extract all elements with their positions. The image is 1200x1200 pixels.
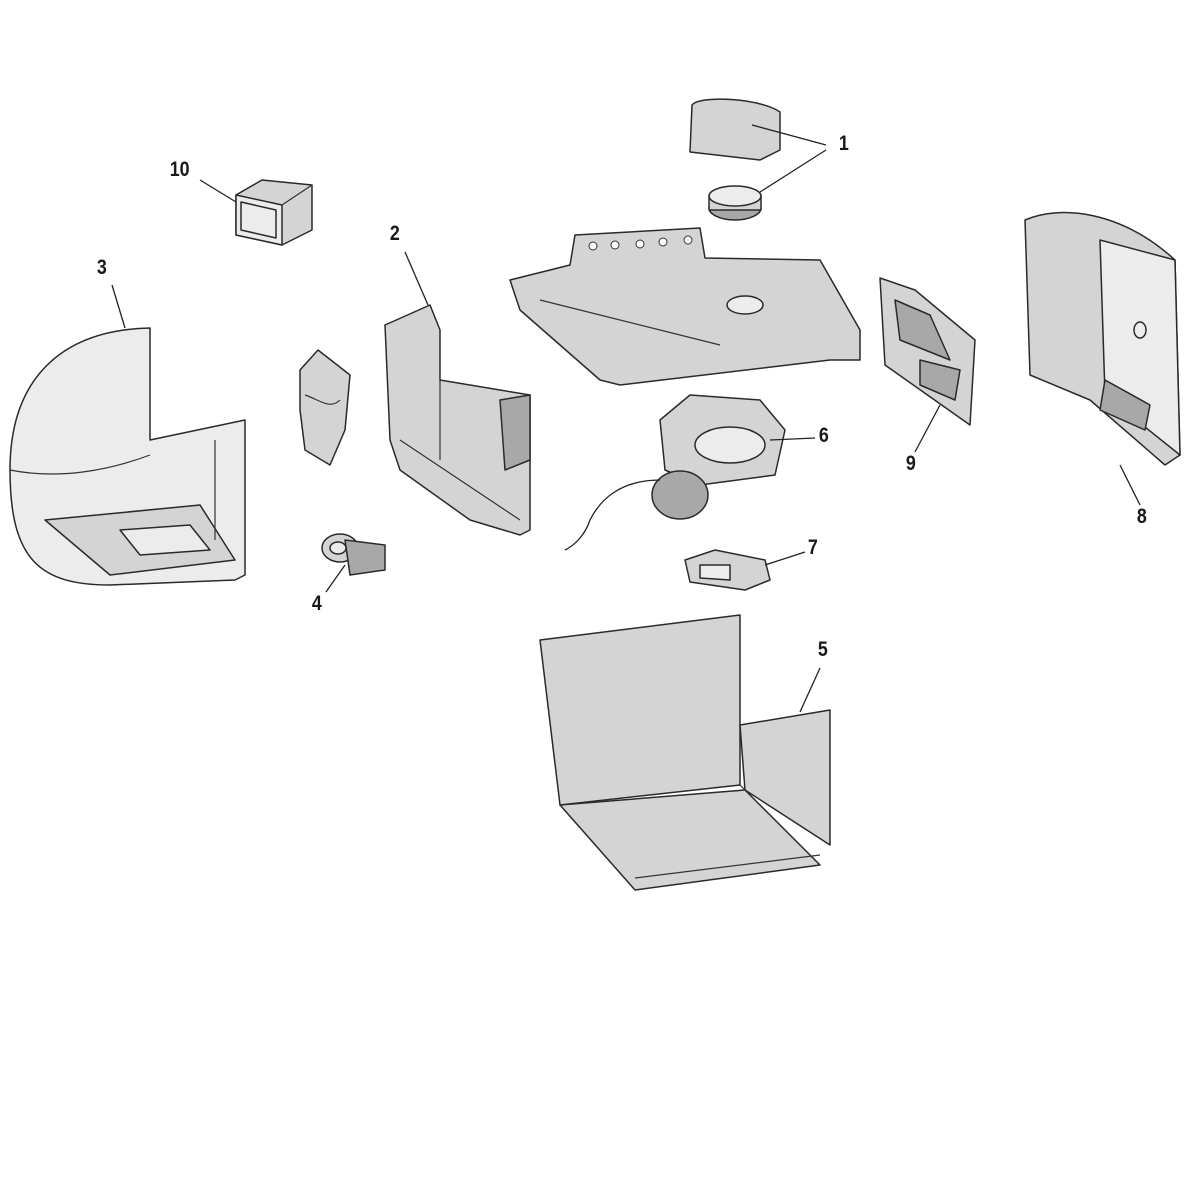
callout-5: 5 (817, 638, 828, 661)
part-8-right-cover (1024, 211, 1181, 466)
leader-8 (1119, 464, 1141, 506)
callout-10: 10 (169, 158, 190, 181)
part-4-light-socket (321, 533, 386, 576)
callout-8: 8 (1136, 505, 1147, 528)
part-bracket-clip (299, 349, 351, 466)
leader-10 (199, 179, 237, 203)
part-2-bracket-housing (384, 304, 531, 536)
part-1-gear-and-cover (689, 98, 781, 221)
leader-5 (799, 667, 821, 713)
leader-6 (769, 437, 816, 441)
part-5-lower-cover (539, 614, 831, 891)
part-10-light-socket-box (235, 179, 313, 246)
part-7-switch (684, 549, 771, 591)
callout-4: 4 (311, 592, 322, 615)
callout-3: 3 (96, 256, 107, 279)
part-3-end-panel-cover (9, 327, 246, 586)
callout-7: 7 (807, 536, 818, 559)
callout-6: 6 (818, 424, 829, 447)
leader-4 (325, 564, 346, 593)
leader-7 (764, 551, 806, 566)
leader-1a (751, 124, 827, 146)
leader-9 (914, 404, 941, 453)
callout-1: 1 (838, 132, 849, 155)
part-6-motor (564, 394, 786, 551)
part-chassis-plate (509, 227, 861, 386)
leader-lines (111, 124, 1141, 713)
part-9-logic-board (879, 277, 976, 426)
callout-2: 2 (389, 222, 400, 245)
leader-2 (404, 251, 429, 306)
leader-1b (759, 149, 827, 193)
callout-9: 9 (905, 452, 916, 475)
leader-3 (111, 284, 126, 329)
